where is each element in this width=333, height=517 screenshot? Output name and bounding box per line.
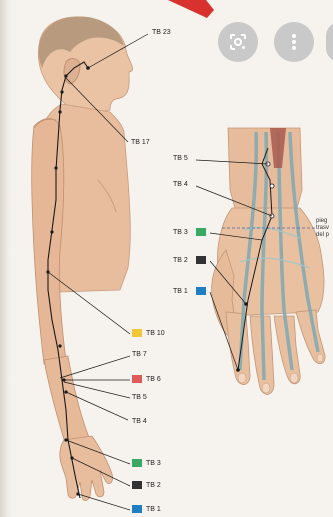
more-vertical-icon — [291, 33, 297, 51]
hand-swatch-tb3 — [196, 228, 206, 236]
lens-icon — [229, 33, 247, 51]
body-figure — [32, 16, 148, 510]
label-tb7: TB 7 — [132, 351, 147, 358]
hand-swatch-tb2 — [196, 256, 206, 264]
swatch-tb1 — [132, 505, 142, 513]
swatch-tb2 — [132, 481, 142, 489]
lens-search-button[interactable] — [218, 22, 258, 62]
more-options-button[interactable] — [274, 22, 314, 62]
red-marker — [168, 0, 214, 18]
swatch-tb3 — [132, 459, 142, 467]
hand-label-tb2: TB 2 — [173, 257, 188, 264]
hand-label-tb5: TB 5 — [173, 155, 188, 162]
label-tb23: TB 23 — [152, 29, 171, 36]
swatch-tb6 — [132, 375, 142, 383]
hand-figure — [196, 128, 325, 394]
hand-label-tb4: TB 4 — [173, 181, 188, 188]
side-note: pieg trasv del p — [316, 218, 329, 239]
hand-label-tb1: TB 1 — [173, 288, 188, 295]
hand-swatch-tb1 — [196, 287, 206, 295]
label-tb3: TB 3 — [146, 460, 161, 467]
label-tb4: TB 4 — [132, 418, 147, 425]
swatch-tb10 — [132, 329, 142, 337]
side-note-line2: trasv — [316, 225, 329, 232]
side-note-line1: pieg — [316, 218, 329, 225]
label-tb2: TB 2 — [146, 482, 161, 489]
label-tb6: TB 6 — [146, 376, 161, 383]
label-tb10: TB 10 — [146, 330, 165, 337]
label-tb1: TB 1 — [146, 506, 161, 513]
label-tb5: TB 5 — [132, 394, 147, 401]
hand-label-tb3: TB 3 — [173, 229, 188, 236]
side-note-line3: del p — [316, 232, 329, 239]
label-tb17: TB 17 — [131, 139, 150, 146]
